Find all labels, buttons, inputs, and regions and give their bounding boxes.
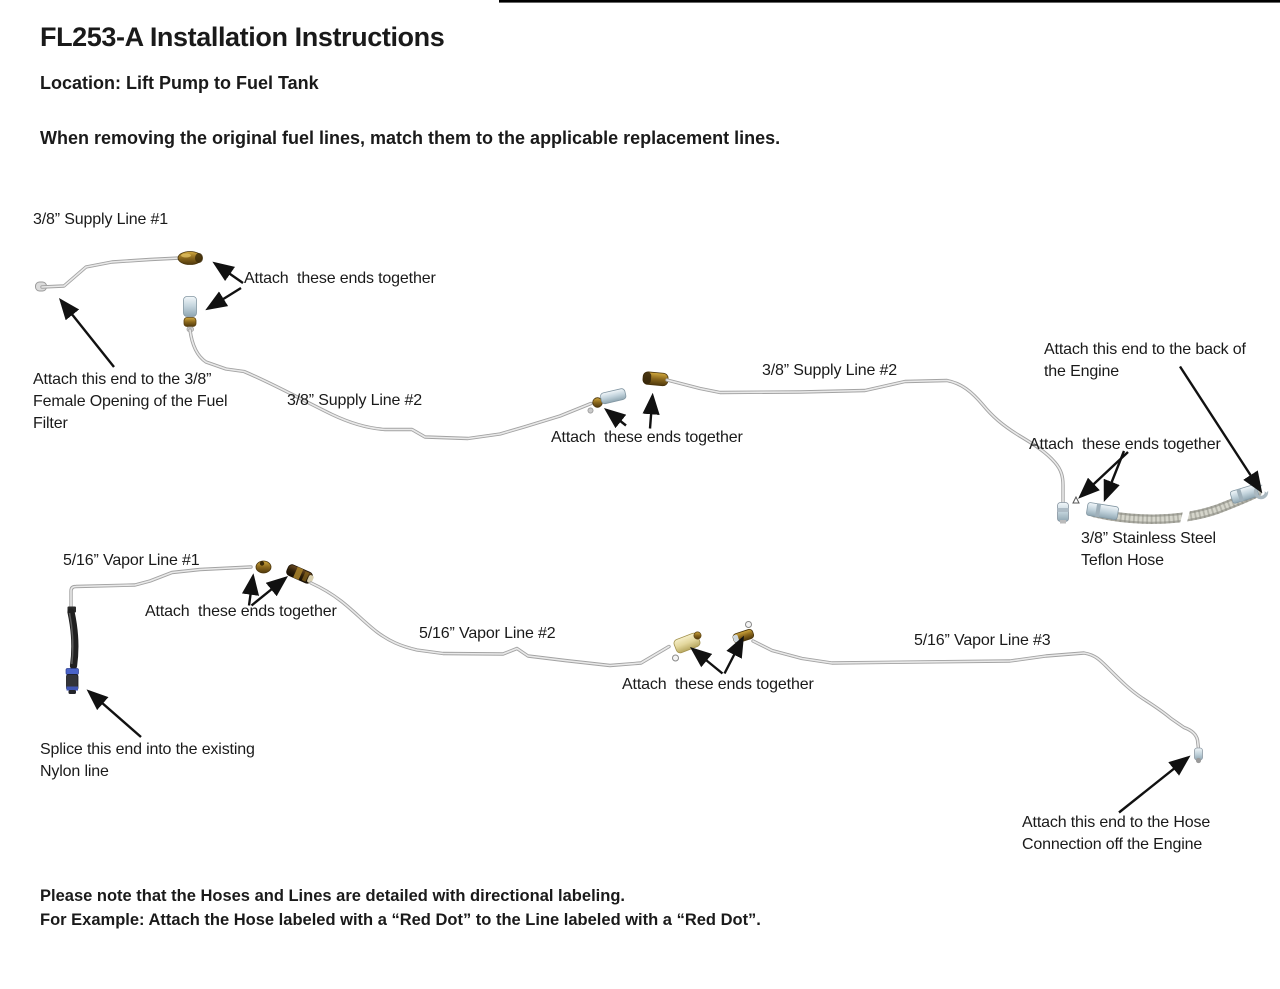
label-vapor-line-1: 5/16” Vapor Line #1 [63,552,200,569]
label-attach-together-3: Attach these ends together [1029,436,1221,453]
brass-fitting [286,564,314,584]
scan-edge-bar [499,0,1280,3]
arrow-to-fuel-filter-end [58,297,115,368]
label-splice-note: Splice this end into the existing Nylon … [40,741,255,780]
label-supply-line-2a: 3/8” Supply Line #2 [287,392,423,409]
arrow-to-hose-left-fitting [1103,450,1126,503]
label-hose-connection-note: Attach this end to the Hose Connection o… [1022,814,1211,853]
footer-note-line2: For Example: Attach the Hose labeled wit… [40,911,761,929]
label-vapor-line-3: 5/16” Vapor Line #3 [914,632,1051,649]
brass-tip [693,631,702,640]
tiny-ring [672,654,679,662]
brass-fitting [177,251,203,265]
annotation-arrows [58,261,1263,814]
arrow-to-hose-engine-end [1178,365,1263,494]
location-subtitle: Location: Lift Pump to Fuel Tank [40,73,319,93]
label-supply-line-1: 3/8” Supply Line #1 [33,211,169,228]
label-attach-together-4: Attach these ends together [145,603,337,620]
label-attach-together-1: Attach these ends together [244,270,436,287]
supply-line-2b-tube [642,371,1080,524]
arrow-to-splice-end [86,689,142,738]
silver-fitting [1194,747,1203,764]
stainless-teflon-hose [1086,483,1271,527]
arrow-to-supply2a-start-fitting [205,286,242,311]
rubber-hose [67,608,79,670]
silver-fitting [1086,502,1119,520]
brass-fitting [255,560,272,574]
splice-connector [66,674,79,694]
label-vapor-line-2: 5/16” Vapor Line #2 [419,625,556,642]
brass-ring [183,317,197,327]
brass-fitting [642,371,669,387]
brass-fitting [732,628,755,644]
label-attach-together-2: Attach these ends together [551,429,743,446]
blue-band [65,668,79,675]
page-title: FL253-A Installation Instructions [40,22,445,52]
label-teflon-hose: 3/8” Stainless Steel Teflon Hose [1081,530,1216,569]
arrow-to-vapor1-end-fitting [241,573,260,606]
supply-line-1-tube [35,251,203,292]
arrow-to-supply2a-end-fitting [603,407,627,429]
arrow-to-supply1-end-fitting [212,261,244,284]
vapor-line-2-tube [286,564,702,668]
label-supply-line-2b: 3/8” Supply Line #2 [762,362,898,379]
silver-fitting [587,388,627,414]
label-attach-together-5: Attach these ends together [622,676,814,693]
silver-fitting [183,296,197,332]
silver-fitting [1057,502,1069,524]
tiny-ring [745,621,752,628]
supply-line-2a-tube [183,296,627,441]
arrow-to-vapor3-start-fitting [723,635,744,675]
instruction-text: When removing the original fuel lines, m… [40,128,781,148]
tiny-directional-mark [1072,495,1080,504]
arrow-to-vapor2-end-fitting [689,646,724,675]
label-engine-back-note: Attach this end to the back of the Engin… [1044,341,1246,380]
footer-note-line1: Please note that the Hoses and Lines are… [40,887,625,905]
hose-gap [1179,502,1192,527]
arrow-to-vapor3-end [1118,755,1191,814]
arrow-to-supply2b-start-fitting [642,392,660,429]
label-fuel-filter-note: Attach this end to the 3/8” Female Openi… [33,371,228,432]
arrow-to-vapor2-start-fitting [250,575,289,607]
vapor-line-1-tube [65,560,272,694]
